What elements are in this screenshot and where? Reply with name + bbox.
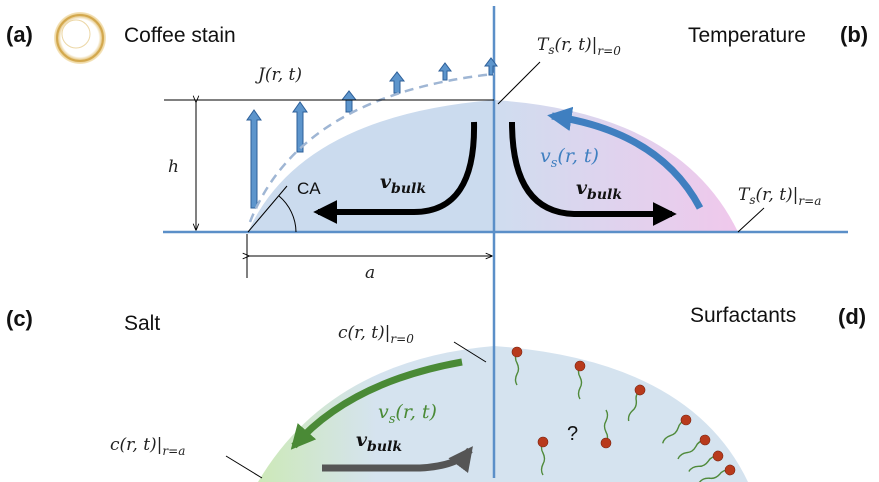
panel-b-label: (b) [840, 22, 868, 47]
concentration-top-label: c(r, t)|r=0 [338, 323, 414, 346]
droplet-c [258, 346, 494, 482]
bulk-flow-arrow-a [313, 121, 478, 224]
panel-a-title: Coffee stain [124, 24, 236, 47]
contact-angle-label: CA [297, 179, 321, 198]
surface-flow-arrow-c [290, 358, 463, 450]
temperature-top-label: Ts(r, t)|r=0 [537, 35, 621, 58]
bulk-label-a: vbulk [380, 171, 426, 197]
height-label: h [168, 157, 179, 177]
bulk-flow-arrow-b [509, 121, 677, 226]
panel-d-title: Surfactants [690, 304, 796, 327]
bulk-label-b: vbulk [576, 177, 622, 203]
panel-a-label: (a) [6, 22, 33, 47]
panel-d-label: (d) [838, 304, 866, 329]
bulk-flow-arrow-c [322, 446, 473, 474]
droplet-b [494, 100, 738, 232]
panel-b-title: Temperature [688, 24, 806, 47]
bulk-label-c: vbulk [356, 429, 402, 455]
flux-label: J(r, t) [255, 65, 302, 85]
contact-angle-tangent [247, 185, 288, 233]
flux-profile-curve [248, 72, 495, 223]
coffee-stain-icon [54, 12, 106, 64]
temperature-top-leader [497, 61, 541, 105]
contact-angle-arc [278, 195, 297, 233]
concentration-edge-label: c(r, t)|r=a [110, 435, 185, 458]
droplet-a [248, 100, 494, 232]
surface-flow-arrow-b [547, 106, 704, 210]
droplet-d [494, 346, 748, 482]
panel-c-label: (c) [6, 306, 33, 331]
unknown-mark: ? [567, 423, 578, 445]
temperature-edge-label: Ts(r, t)|r=a [738, 185, 821, 208]
concentration-top-leader [453, 341, 487, 363]
radius-label: a [365, 263, 375, 283]
temperature-edge-leader [737, 207, 765, 233]
panel-c-title: Salt [124, 312, 160, 335]
surface-velocity-label-b: vs(r, t) [540, 145, 599, 171]
surface-velocity-label-c: vs(r, t) [378, 401, 437, 427]
concentration-edge-leader [225, 455, 263, 479]
